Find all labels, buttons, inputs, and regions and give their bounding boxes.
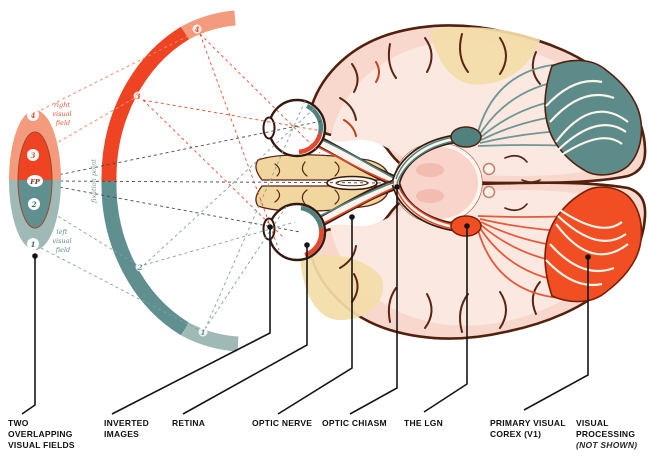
callout-retina: RETINA: [172, 418, 205, 429]
ventricle-lower: [482, 185, 496, 199]
pointer-inverted-images: [111, 227, 271, 415]
arc-marker-4: 4: [194, 25, 199, 34]
field-marker-fp: FP: [29, 178, 41, 186]
arc-left-field: [101, 180, 189, 336]
right-field-line: right: [54, 101, 71, 109]
left-field-line: visual: [52, 237, 71, 245]
right-visual-field-label: right visual field: [52, 101, 73, 127]
frontal-gyri-squiggles: [274, 161, 340, 205]
v1-upper-region: [544, 59, 643, 176]
callout-line: VISUAL FIELDS: [8, 440, 75, 451]
callout-note: (NOT SHOWN): [576, 440, 638, 451]
v1-lower-fan: [545, 209, 629, 286]
pointer-optic-chiasm: [349, 187, 398, 415]
right-field-line: visual: [52, 110, 71, 118]
left-field-line: field: [55, 246, 70, 254]
arc-right-field-light: [181, 10, 236, 40]
fixation-point-label: fixation point: [90, 159, 98, 204]
midbrain-detail: [416, 163, 444, 177]
field-marker-1: 1: [31, 240, 36, 249]
pointer-primary-visual: [523, 257, 589, 411]
callout-line: INVERTED: [104, 418, 149, 428]
left-visual-field-label: left visual field: [52, 228, 73, 254]
callout-the-lgn: THE LGN: [404, 418, 443, 429]
field-marker-4: 4: [31, 111, 36, 120]
visual-fields-ellipse: 4 3 FP 2 1 right visual field left visua…: [9, 101, 98, 254]
pointer-the-lgn: [423, 226, 468, 413]
field-markers: 4 3 FP 2 1: [27, 109, 43, 250]
callout-inverted-images: INVERTED IMAGES: [104, 418, 149, 440]
callout-line: THE LGN: [404, 418, 444, 428]
callout-line: TWO: [8, 418, 29, 428]
callout-optic-nerve: OPTIC NERVE: [252, 418, 312, 429]
optic-tract-upper: [391, 134, 456, 184]
callout-primary-visual-corex-v1: PRIMARY VISUAL COREX (V1): [490, 418, 566, 440]
tan-patch-bottom-front: [300, 254, 384, 321]
callout-line: PRIMARY VISUAL: [490, 418, 566, 428]
callout-optic-chiasm: OPTIC CHIASM: [322, 418, 387, 429]
retina-upper-red: [298, 133, 323, 155]
midline-spindle: [326, 175, 378, 191]
field-arc: [101, 10, 239, 352]
callout-line: COREX (V1): [490, 429, 542, 440]
arc-marker-2: 2: [136, 263, 142, 272]
arc-marker-1: 1: [200, 328, 205, 337]
arc-left-field-light: [181, 322, 239, 352]
optic-tract-lower: [391, 182, 456, 232]
fixation-lines: [47, 120, 395, 233]
callout-line: OVERLAPPING: [8, 429, 73, 440]
optic-nerve-lower: [315, 178, 399, 227]
callout-line: OPTIC NERVE: [252, 418, 313, 428]
right-field-line: field: [55, 119, 70, 127]
optic-nerve-upper: [315, 137, 400, 188]
lens-upper: [262, 116, 276, 140]
callout-dots: [32, 184, 591, 260]
field-marker-2: 2: [31, 200, 37, 209]
callout-line: OPTIC CHIASM: [322, 418, 387, 428]
sulci-red-accents: [343, 61, 380, 137]
callout-two-overlapping-visual-fields: TWO OVERLAPPING VISUAL FIELDS: [8, 418, 75, 452]
sulci-behind-midbrain: [504, 154, 541, 212]
pointer-retina: [182, 245, 308, 415]
midbrain-detail: [416, 189, 444, 203]
callout-line: RETINA: [172, 418, 206, 428]
callout-visual-processing: VISUAL PROCESSING (NOT SHOWN): [576, 418, 637, 452]
arc-markers: 4 3 2 1: [133, 24, 208, 337]
v1-upper-fan: [545, 80, 629, 157]
callout-line: VISUAL: [576, 418, 609, 428]
retina-lower-red: [304, 227, 324, 258]
brain-illustration: [255, 24, 647, 340]
sight-lines: [40, 31, 395, 332]
ventricle-upper: [482, 162, 496, 176]
arc-right-field: [101, 26, 189, 182]
pointer-optic-nerve: [277, 217, 353, 415]
lgn-upper: [450, 126, 482, 148]
retina-lower-teal: [300, 205, 324, 229]
callout-pointers: [21, 187, 589, 415]
inner-ellipse-outline: [17, 131, 53, 229]
field-marker-3: 3: [31, 151, 36, 160]
left-field-line: left: [56, 228, 67, 236]
pointer-two-overlapping: [21, 256, 36, 415]
arc-marker-3: 3: [135, 92, 140, 101]
tan-patch-top: [430, 27, 540, 85]
callout-line: IMAGES: [104, 429, 140, 440]
eye-lower: [262, 202, 327, 262]
callout-line: PROCESSING: [576, 429, 636, 440]
